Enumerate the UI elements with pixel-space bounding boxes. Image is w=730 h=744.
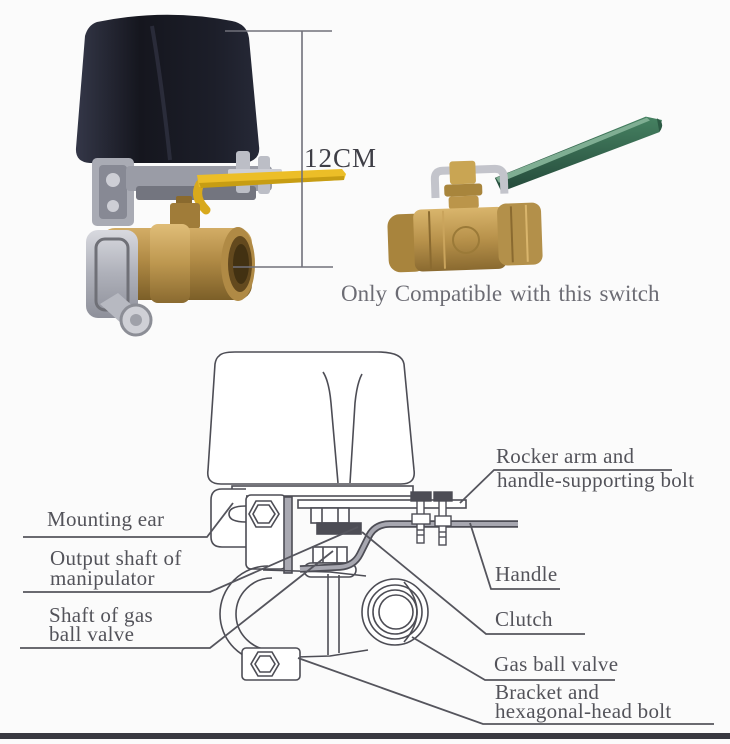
- compatibility-caption: Only Compatible with this switch: [341, 281, 660, 306]
- actuator-photo: [75, 14, 346, 337]
- handle-supporting-bolts: [410, 491, 453, 546]
- label-mounting-ear: Mounting ear: [47, 507, 165, 531]
- dimension-lines: [225, 30, 333, 268]
- label-handle: Handle: [495, 562, 558, 586]
- label-clutch: Clutch: [495, 607, 553, 631]
- label-rocker-arm-line1: Rocker arm and: [496, 444, 635, 468]
- compatible-valve-photo: [387, 116, 663, 273]
- label-gas-ball-valve: Gas ball valve: [494, 652, 619, 676]
- dimension-label: 12CM: [304, 143, 378, 173]
- label-bracket-line1: Bracket and: [495, 680, 600, 704]
- label-rocker-arm-line2: handle-supporting bolt: [497, 468, 695, 492]
- label-output-shaft-line1: Output shaft of: [50, 546, 182, 570]
- label-bracket-line2: hexagonal-head bolt: [495, 699, 672, 723]
- actuator-diagram: [206, 351, 467, 681]
- label-shaft-gas-line1: Shaft of gas: [49, 603, 153, 627]
- label-leader-lines: [20, 469, 714, 725]
- diagram-handle: [299, 520, 518, 573]
- label-shaft-gas-line2: ball valve: [49, 622, 135, 646]
- bottom-border-bar: [0, 733, 730, 739]
- label-output-shaft-line2: manipulator: [50, 566, 155, 590]
